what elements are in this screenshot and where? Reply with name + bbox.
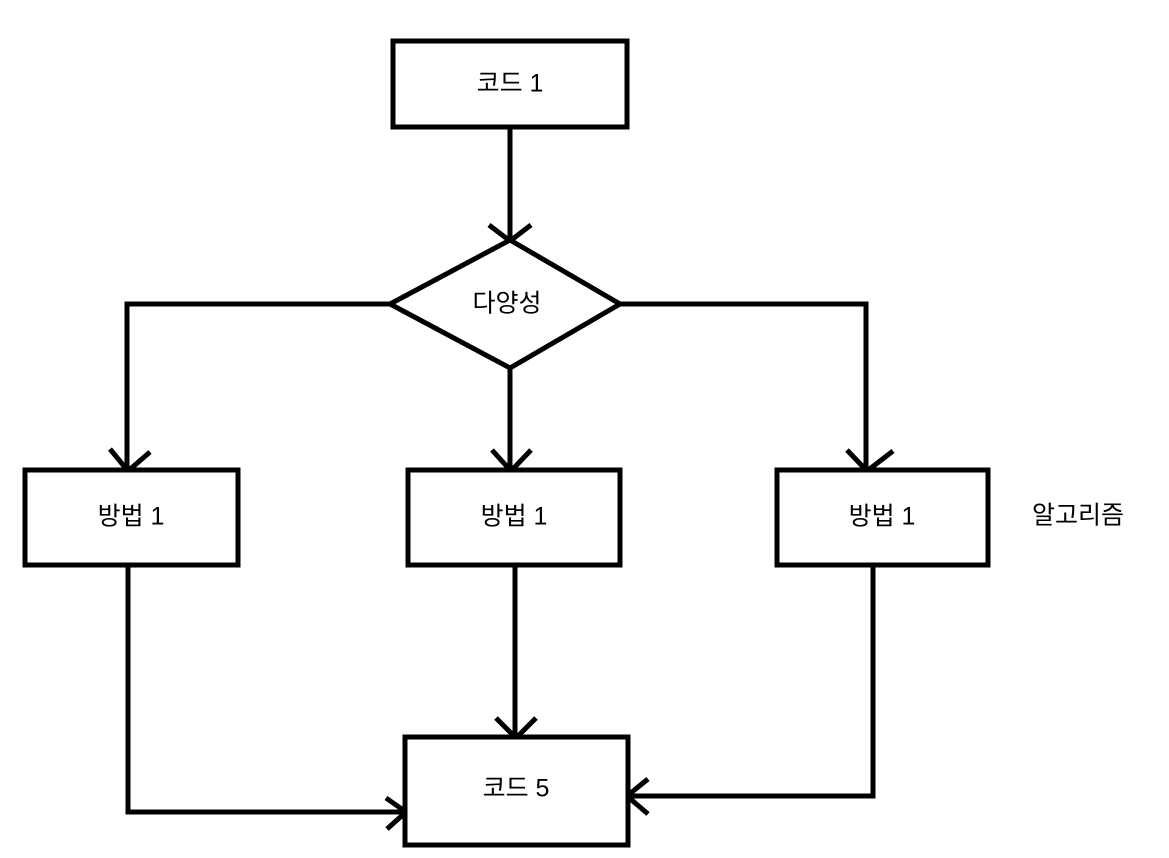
end-box-shape	[402, 734, 631, 848]
node-start[interactable]: 코드 1	[390, 38, 630, 130]
branch-right-box-shape	[774, 467, 991, 568]
branch-left-label: 방법 1	[98, 503, 165, 531]
node-branch-right[interactable]: 방법 1	[774, 467, 991, 568]
node-decision[interactable]: 다양성	[384, 237, 625, 371]
start-box-shape	[390, 38, 630, 130]
branch-right-label: 방법 1	[849, 503, 916, 531]
connector-branch-right-to-end	[628, 565, 876, 799]
side-annotation-label: 알고리즘	[1032, 502, 1124, 530]
decision-label: 다양성	[472, 290, 541, 318]
start-box-label: 코드 1	[477, 70, 544, 98]
branch-center-label: 방법 1	[481, 503, 548, 531]
node-end[interactable]: 코드 5	[402, 734, 631, 848]
decision-diamond-shape	[384, 237, 625, 371]
branch-center-box-shape	[405, 467, 623, 568]
connector-decision-to-branch-right	[620, 301, 869, 470]
connector-branch-left-to-end	[125, 565, 405, 815]
node-branch-center[interactable]: 방법 1	[405, 467, 623, 568]
branch-left-box-shape	[22, 467, 241, 568]
connector-decision-to-branch-left	[124, 301, 390, 470]
end-box-label: 코드 5	[483, 775, 550, 803]
node-branch-left[interactable]: 방법 1	[22, 467, 241, 568]
